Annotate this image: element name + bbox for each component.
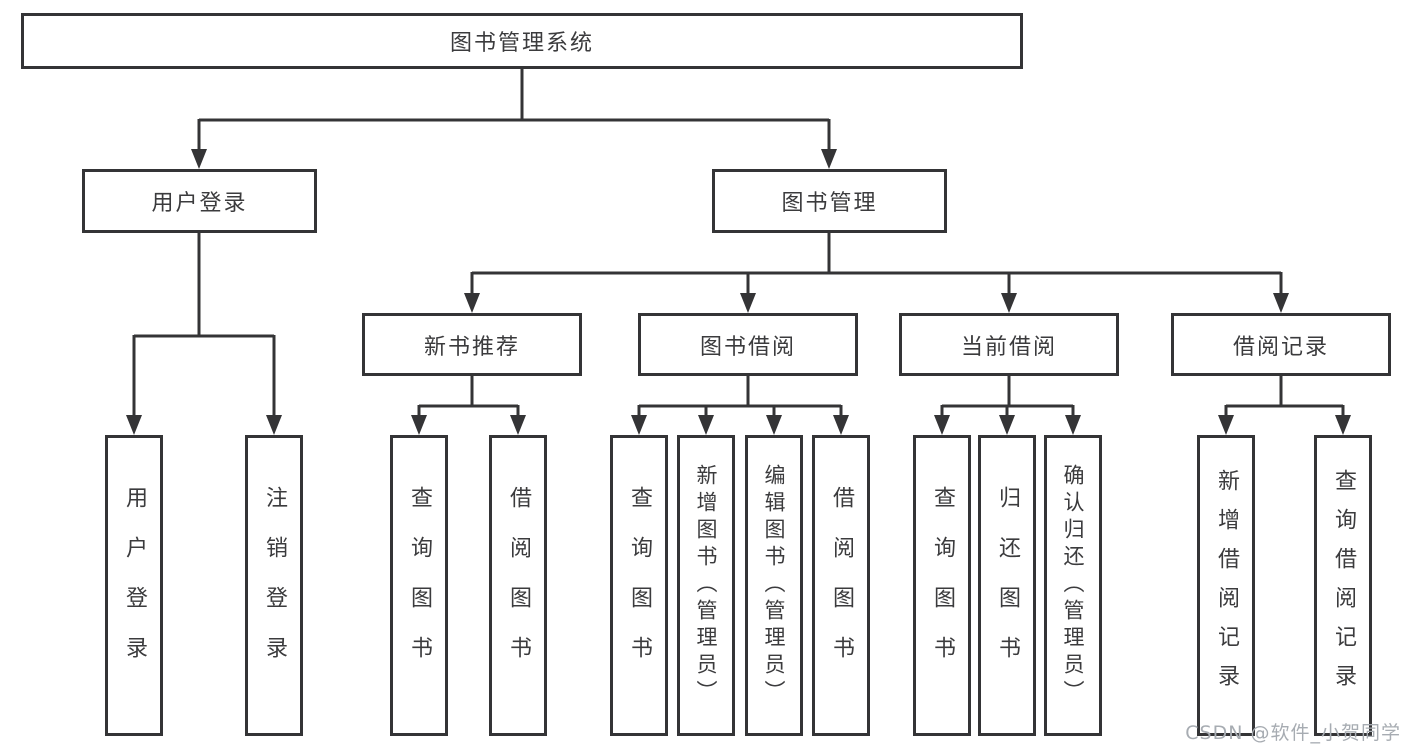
leaf-query-books-current: 查询图书 bbox=[913, 435, 971, 736]
node-user-login: 用户登录 bbox=[82, 169, 317, 233]
node-new-book-recommend: 新书推荐 bbox=[362, 313, 582, 376]
leaf-query-books-borrow: 查询图书 bbox=[610, 435, 668, 736]
leaf-borrow-books: 借阅图书 bbox=[812, 435, 870, 736]
leaf-user-login: 用户登录 bbox=[105, 435, 163, 736]
leaf-add-books-admin: 新增图书（管理员） bbox=[677, 435, 735, 736]
leaf-logout: 注销登录 bbox=[245, 435, 303, 736]
node-current-borrow: 当前借阅 bbox=[899, 313, 1119, 376]
node-library-management-system: 图书管理系统 bbox=[21, 13, 1023, 69]
leaf-query-borrow-record: 查询借阅记录 bbox=[1314, 435, 1372, 736]
node-borrow-records: 借阅记录 bbox=[1171, 313, 1391, 376]
leaf-borrow-books-recommend: 借阅图书 bbox=[489, 435, 547, 736]
leaf-confirm-return-admin: 确认归还（管理员） bbox=[1044, 435, 1102, 736]
csdn-watermark: CSDN @软件_小贺同学 bbox=[1185, 722, 1401, 744]
leaf-return-books: 归还图书 bbox=[978, 435, 1036, 736]
node-book-borrow: 图书借阅 bbox=[638, 313, 858, 376]
leaf-add-borrow-record: 新增借阅记录 bbox=[1197, 435, 1255, 736]
leaf-query-books-recommend: 查询图书 bbox=[390, 435, 448, 736]
node-book-management: 图书管理 bbox=[712, 169, 947, 233]
leaf-edit-books-admin: 编辑图书（管理员） bbox=[745, 435, 803, 736]
